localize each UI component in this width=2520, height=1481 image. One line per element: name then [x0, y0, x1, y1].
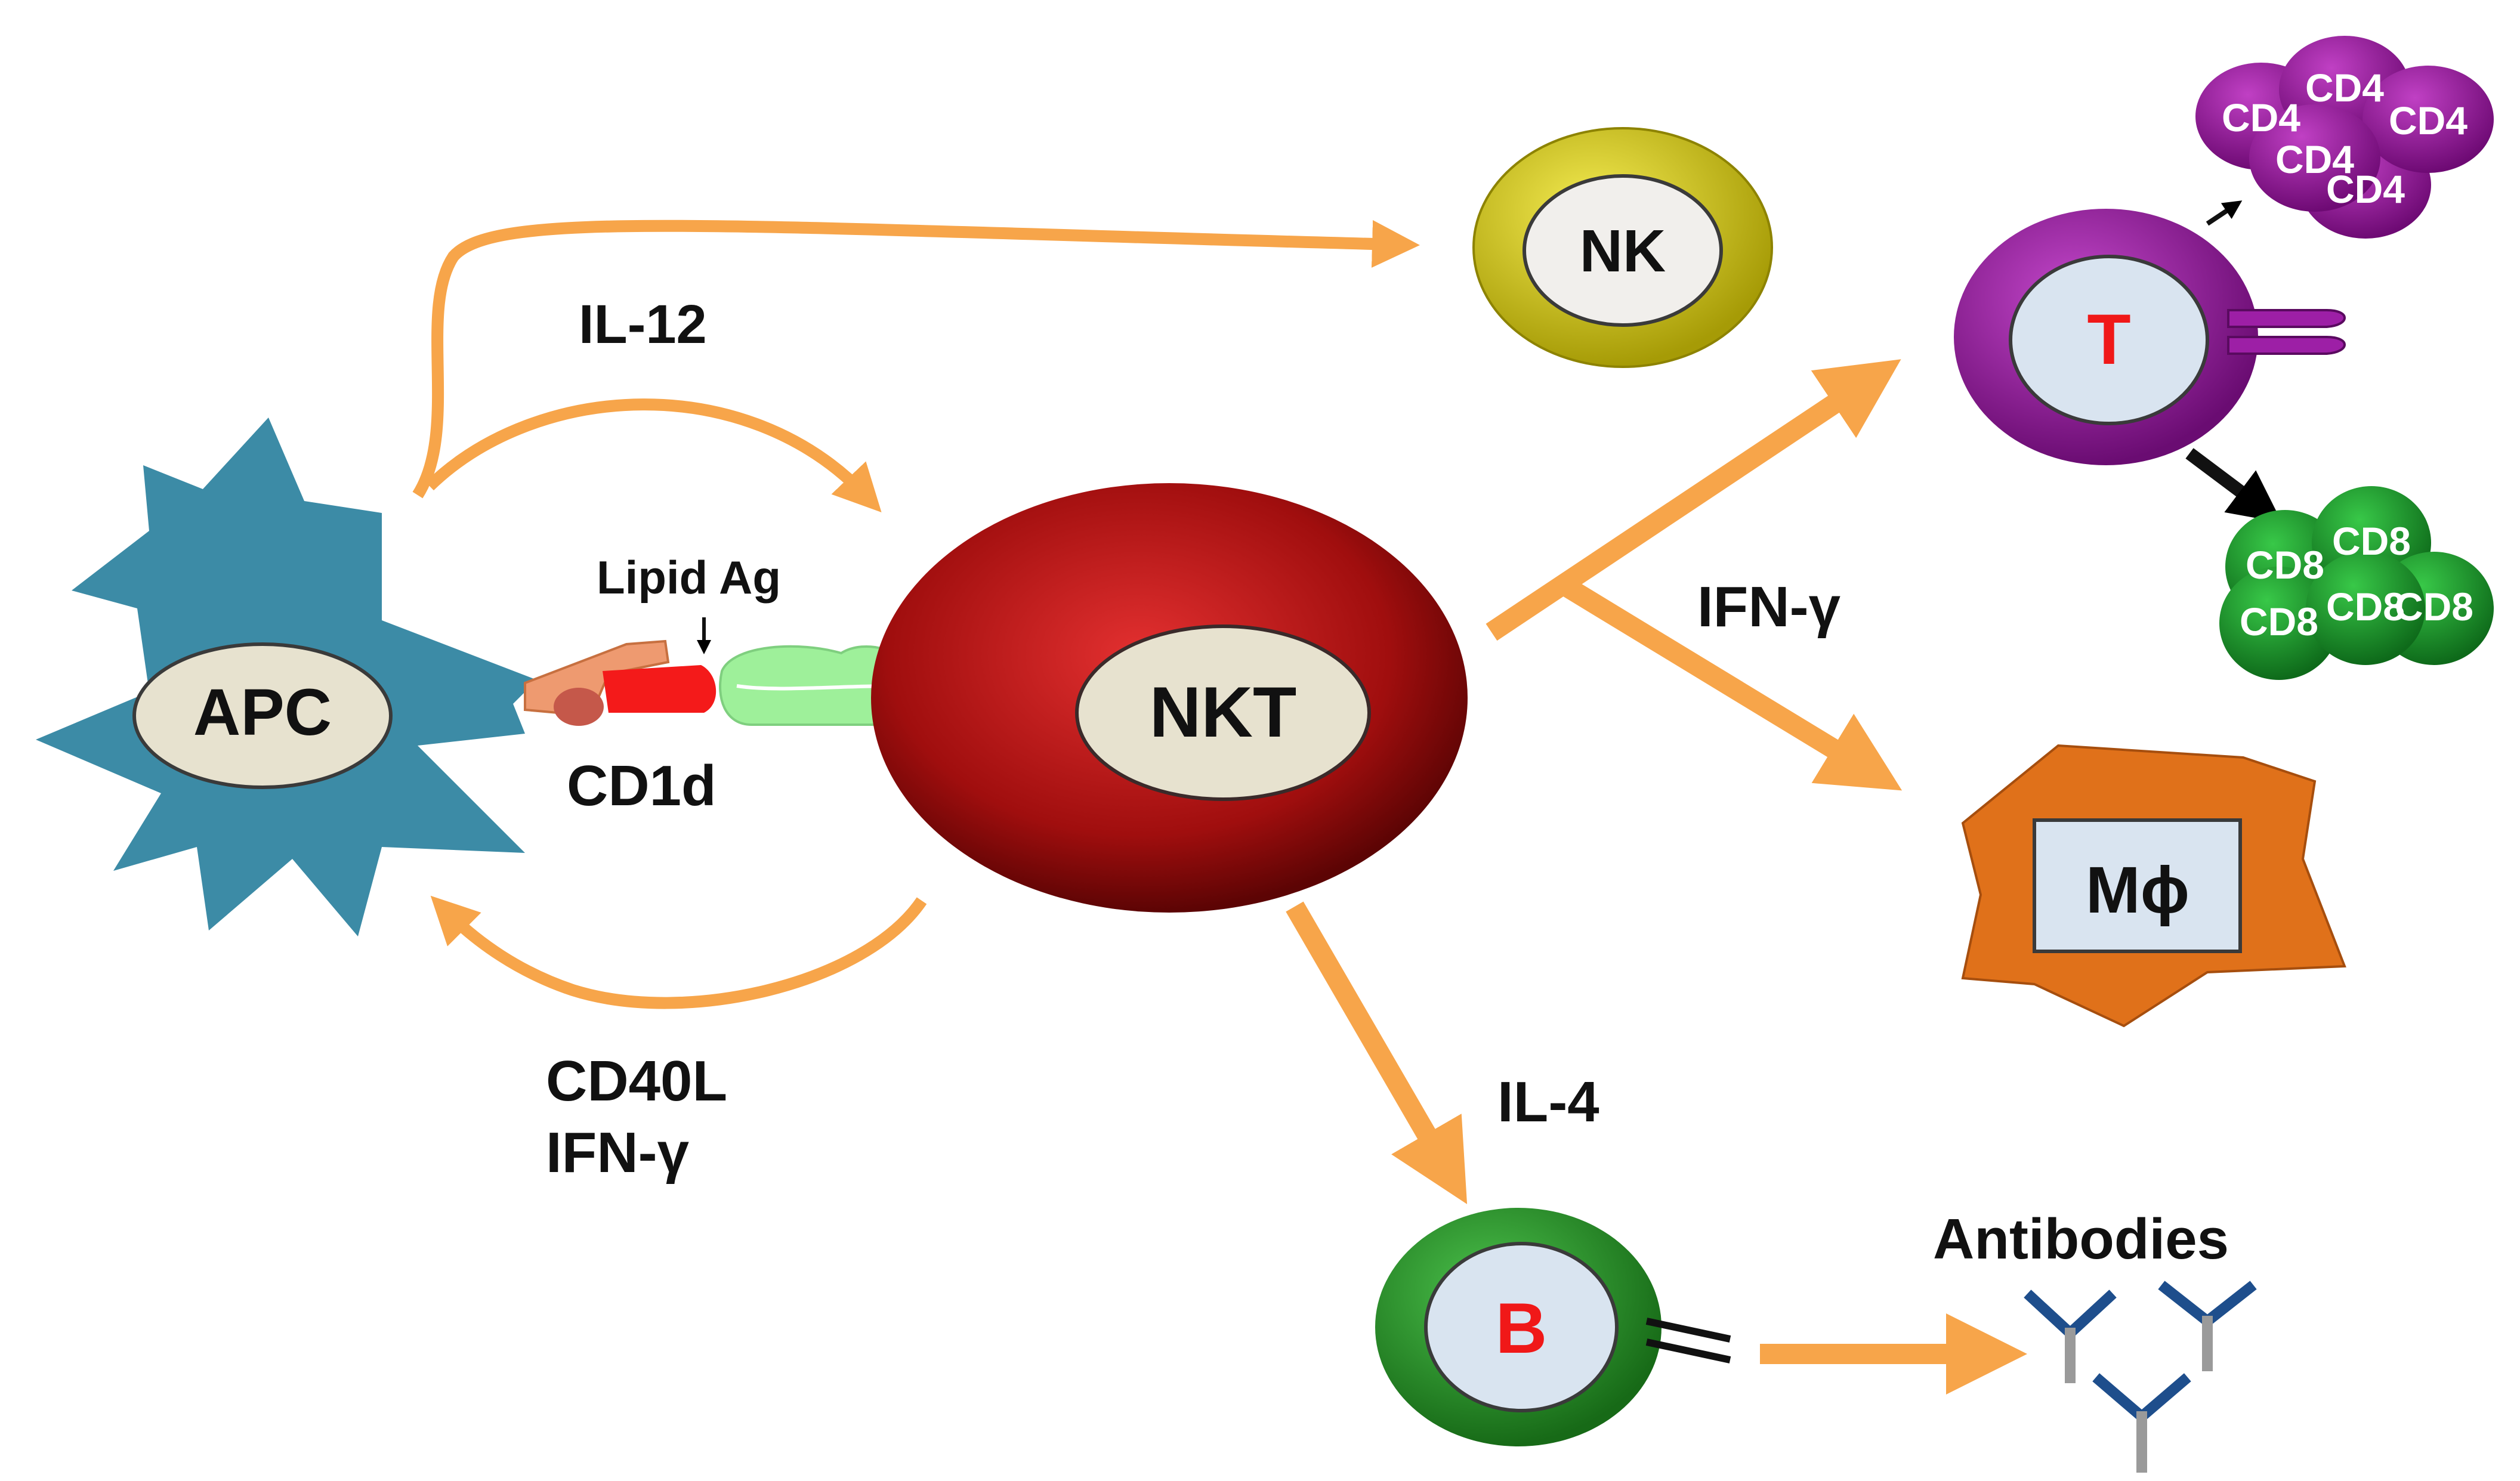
cd4-label-4: CD4 — [2389, 98, 2468, 143]
t-label: T — [2087, 299, 2130, 379]
antibodies-group — [2024, 1281, 2257, 1473]
macrophage-cell: Mϕ — [1961, 744, 2346, 1028]
arrow-nkt-to-b — [1286, 901, 1468, 1204]
antibody-icon — [2024, 1290, 2117, 1383]
nkt-nucleus — [1075, 624, 1371, 801]
arrow-nkt-to-t — [1486, 359, 1901, 641]
b-cell: B — [1375, 1208, 1731, 1446]
cd8-cell-5 — [2306, 552, 2425, 665]
nkt-label: NKT — [1150, 672, 1297, 752]
arrow-apc-to-nk — [412, 219, 1420, 499]
cd8-label-2: CD8 — [2240, 599, 2318, 644]
cd8-label-1: CD8 — [2246, 543, 2324, 587]
t-cell: T — [1954, 200, 2346, 523]
apc-label: APC — [193, 676, 332, 749]
cd1d-complex — [524, 617, 917, 726]
label-antibodies: Antibodies — [1933, 1207, 2229, 1271]
cd4-label-1: CD4 — [2222, 95, 2300, 140]
antibody-icon — [2158, 1281, 2257, 1371]
arrow-t-to-cd4 — [2206, 200, 2243, 226]
arrow-nkt-to-apc — [430, 895, 927, 1009]
arrow-apc-to-nkt — [425, 398, 882, 512]
apc-cell: APC — [36, 418, 537, 936]
cd4-cell-4 — [2362, 66, 2494, 173]
b-label: B — [1496, 1288, 1548, 1368]
t-cell-receptor — [2227, 309, 2346, 355]
arrow-nkt-to-macrophage — [1558, 576, 1903, 791]
label-il12: IL-12 — [579, 294, 707, 355]
macrophage-label: Mϕ — [2086, 854, 2189, 927]
cd4-label-5: CD4 — [2275, 137, 2354, 181]
label-ifn-gamma-t: IFN-γ — [1697, 575, 1841, 639]
cd4-label-2: CD4 — [2326, 167, 2405, 211]
t-nucleus — [2009, 255, 2209, 425]
label-cd40l: CD40L — [546, 1049, 727, 1113]
label-ifn-gamma-apc: IFN-γ — [546, 1121, 690, 1185]
cd8-label-4: CD8 — [2395, 585, 2473, 629]
label-lipid-ag: Lipid Ag — [597, 551, 781, 604]
cd4-cluster: CD4 CD4 CD4 CD4 CD4 — [2195, 36, 2494, 239]
nk-cell: NK — [1472, 127, 1773, 368]
antibody-icon — [2092, 1373, 2191, 1473]
arrow-t-to-cd8 — [2185, 448, 2283, 523]
nk-label: NK — [1580, 218, 1666, 285]
cd8-cluster: CD8 CD8 CD8 CD8 CD8 — [2219, 486, 2494, 680]
cd4-label-3: CD4 — [2305, 66, 2384, 110]
label-cd1d: CD1d — [567, 754, 717, 818]
b-cell-receptor — [1645, 1318, 1731, 1363]
nkt-cell: NKT — [871, 483, 1468, 913]
macrophage-nucleus — [2033, 818, 2242, 953]
cd8-label-5: CD8 — [2326, 585, 2405, 629]
apc-nucleus — [132, 642, 393, 789]
label-il4: IL-4 — [1497, 1070, 1599, 1134]
b-nucleus — [1424, 1242, 1619, 1412]
cd4-cell-5 — [2249, 104, 2380, 212]
cd8-label-3: CD8 — [2332, 519, 2411, 563]
nk-nucleus — [1522, 174, 1723, 327]
